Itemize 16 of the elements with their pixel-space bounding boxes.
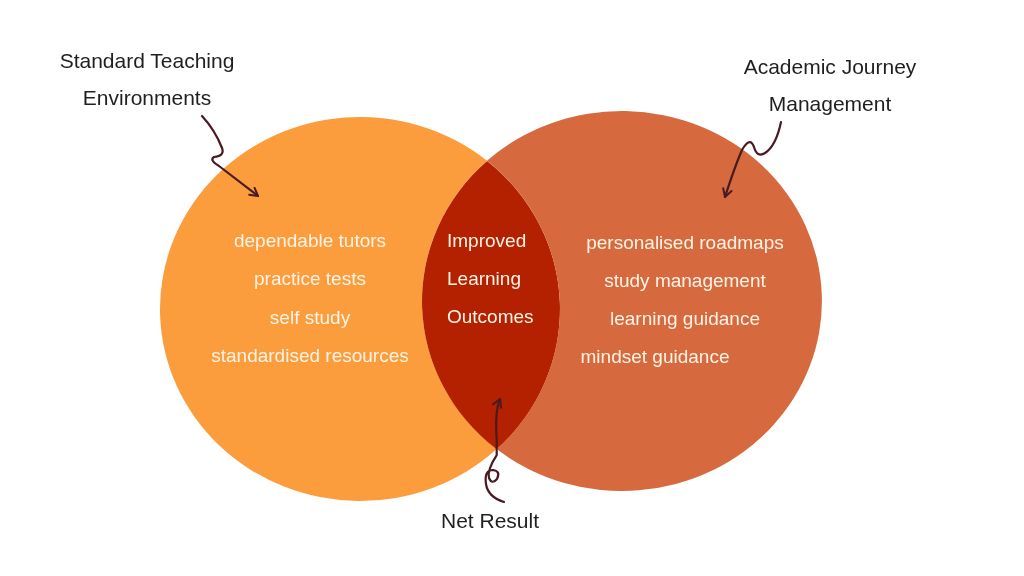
overlap-text: Improved Learning Outcomes xyxy=(447,229,535,329)
curved-arrow xyxy=(200,114,260,198)
annotation-text: Standard Teaching Environments xyxy=(52,42,242,116)
annotation-text: Net Result xyxy=(430,502,550,539)
annotation-text: Academic Journey Management xyxy=(735,48,925,122)
list-text: practice tests xyxy=(254,268,366,290)
overlap-region xyxy=(422,160,560,450)
list-text: personalised roadmaps xyxy=(586,232,784,254)
list-text: self study xyxy=(269,307,351,329)
list-text: study management xyxy=(604,270,766,292)
list-text: mindset guidance xyxy=(580,346,730,368)
curved-arrow xyxy=(722,120,783,199)
curved-arrow xyxy=(484,397,506,504)
list-text: dependable tutors xyxy=(233,230,387,252)
list-text: learning guidance xyxy=(610,308,760,330)
list-text: standardised resources xyxy=(211,345,409,367)
